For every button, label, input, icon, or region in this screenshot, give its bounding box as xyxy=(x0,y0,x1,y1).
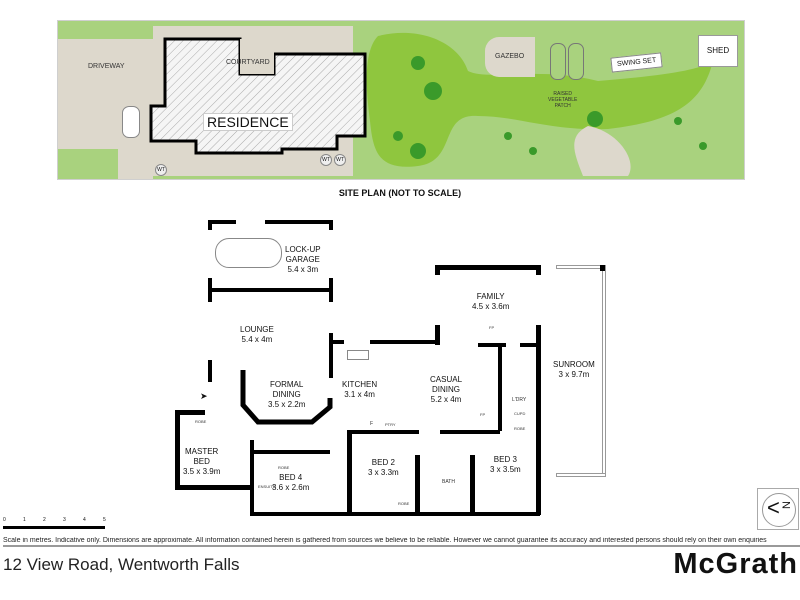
lawn xyxy=(366,32,713,176)
robe-label-bed3: ROBE xyxy=(514,426,526,431)
scale-tick: 4 xyxy=(83,517,86,523)
scale-bar: 0 1 2 3 4 5 xyxy=(3,517,113,535)
gazebo-label: GAZEBO xyxy=(495,53,525,60)
scale-tick: 2 xyxy=(43,517,46,523)
residence-label: RESIDENCE xyxy=(203,113,293,131)
scale-tick: 3 xyxy=(63,517,66,523)
ensuite-label: ENSUITE xyxy=(258,484,276,489)
shed: SHED xyxy=(698,35,738,67)
water-tank-3: WT xyxy=(334,154,346,166)
water-tank-2: WT xyxy=(320,154,332,166)
vegetable-bed-1 xyxy=(550,43,566,80)
site-plan: DRIVEWAY COURTYARD RESIDENCE WT WT WT GA… xyxy=(57,20,745,180)
scale-tick: 1 xyxy=(23,517,26,523)
water-tank-1: WT xyxy=(155,164,167,176)
laundry-label: L'DRY xyxy=(512,397,527,403)
north-arrow-icon: < xyxy=(767,495,780,520)
site-plan-title: SITE PLAN (NOT TO SCALE) xyxy=(338,188,462,198)
gazebo xyxy=(485,37,535,77)
garage-car-icon xyxy=(215,238,282,268)
property-address: 12 View Road, Wentworth Falls xyxy=(3,555,240,574)
bath-label: BATH xyxy=(442,479,455,485)
driveway-label: DRIVEWAY xyxy=(88,63,125,70)
formal-dining-walls xyxy=(240,370,333,425)
north-compass: < N xyxy=(757,488,799,530)
fireplace-label-2: FP xyxy=(480,412,486,417)
north-label: N xyxy=(780,501,793,509)
scale-tick: 5 xyxy=(103,517,106,523)
pantry-label: PTRY xyxy=(385,422,396,427)
brand-logo: McGrath xyxy=(673,548,798,580)
vegetable-patch-label: RAISED VEGETABLE PATCH xyxy=(548,91,578,109)
fridge-label: F xyxy=(370,421,374,427)
kitchen-sink-icon xyxy=(347,350,369,360)
robe-label-master: ROBE xyxy=(195,419,207,424)
cupboard-label: CUPD xyxy=(514,411,526,416)
disclaimer: Scale in metres. Indicative only. Dimens… xyxy=(3,537,800,547)
robe-label-bed4: ROBE xyxy=(278,465,290,470)
courtyard-label: COURTYARD xyxy=(226,59,270,66)
scale-tick: 0 xyxy=(3,517,6,523)
vegetable-bed-2 xyxy=(568,43,584,80)
entry-arrow-icon: ➤ xyxy=(200,391,208,401)
car-icon xyxy=(122,106,140,138)
fireplace-label: FP xyxy=(489,325,495,330)
robe-label-bed2: ROBE xyxy=(398,501,410,506)
